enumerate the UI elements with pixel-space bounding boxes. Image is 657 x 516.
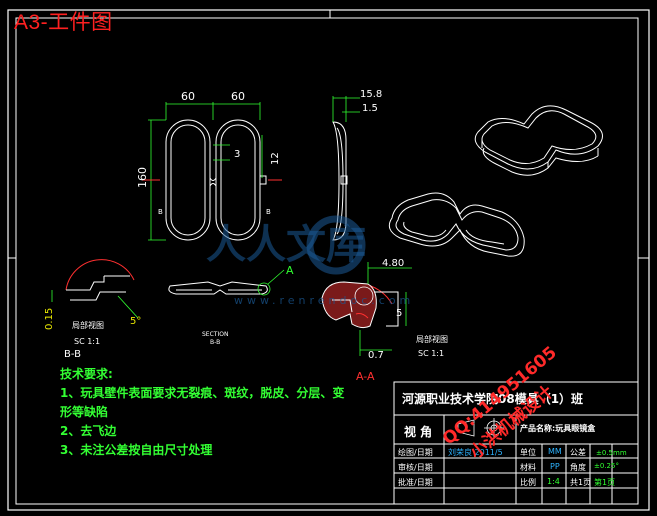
dim-detail-width: 4.80 bbox=[382, 258, 404, 269]
dim-detail-offset: 0.7 bbox=[368, 350, 384, 361]
detail-aa-dimensions bbox=[359, 262, 412, 356]
row-val: 1:4 bbox=[547, 477, 560, 486]
section-bb-callout bbox=[257, 269, 285, 296]
row-key: 公差 bbox=[570, 448, 586, 457]
dim-angle: 5° bbox=[130, 316, 141, 327]
row-key: 单位 bbox=[520, 448, 536, 457]
dim-width-left: 60 bbox=[181, 90, 195, 103]
dim-side-total: 15.8 bbox=[360, 89, 382, 100]
dim-height: 160 bbox=[136, 167, 149, 188]
isometric-view-bottom bbox=[388, 192, 525, 257]
title-block-product: 产品名称:玩具眼镜盒 bbox=[520, 424, 596, 433]
row-val: ±0.25° bbox=[594, 462, 619, 470]
row-key: 材料 bbox=[520, 463, 536, 472]
detail-bb-scale: SC 1:1 bbox=[74, 337, 100, 346]
side-view-dimensions bbox=[332, 96, 360, 122]
row-key: 共1页 bbox=[570, 478, 592, 487]
tech-note-item: 2、去飞边 bbox=[60, 424, 117, 438]
tech-notes-heading: 技术要求: bbox=[60, 367, 113, 381]
detail-aa-scale: SC 1:1 bbox=[418, 349, 444, 358]
drawing-title: A3-工件图 bbox=[14, 11, 113, 34]
row-value: 刘荣良 2011/5 bbox=[448, 448, 503, 457]
section-bb-label: SECTION bbox=[202, 331, 228, 338]
row-label: 批准/日期 bbox=[398, 478, 433, 487]
row-key: 比例 bbox=[520, 478, 536, 487]
detail-aa-label: A-A bbox=[356, 370, 375, 383]
row-val: PP bbox=[550, 462, 560, 471]
row-label: 审核/日期 bbox=[398, 463, 433, 472]
detail-bb-view bbox=[65, 259, 135, 301]
dim-side-lip: 1.5 bbox=[362, 103, 378, 114]
dim-detail-height: 5 bbox=[396, 308, 402, 319]
dim-depth: 12 bbox=[270, 152, 281, 165]
row-val: 第1页 bbox=[594, 478, 616, 487]
section-mark-right: B bbox=[266, 208, 271, 216]
detail-aa-caption: 局部视图 bbox=[416, 334, 448, 344]
callout-a: A bbox=[286, 264, 294, 277]
title-block-grid bbox=[393, 381, 639, 505]
tech-note-item: 1、玩具壁件表面要求无裂痕、斑纹，脱皮、分层、变 bbox=[60, 386, 345, 400]
dim-thickness: 0.15 bbox=[44, 308, 55, 330]
detail-aa-view bbox=[321, 281, 399, 329]
front-view bbox=[165, 119, 267, 241]
dim-gap: 3 bbox=[234, 149, 240, 160]
section-bb-view bbox=[168, 281, 268, 295]
row-label: 绘图/日期 bbox=[398, 448, 433, 457]
section-mark-left: B bbox=[158, 208, 163, 216]
isometric-view-top bbox=[474, 105, 603, 176]
side-view bbox=[332, 121, 348, 241]
title-block-view-label: 视 角 bbox=[404, 425, 433, 439]
tech-note-item: 形等缺陷 bbox=[60, 405, 109, 419]
svg-text:±0.5mm: ±0.5mm bbox=[596, 449, 627, 457]
technical-requirements: 技术要求: 1、玩具壁件表面要求无裂痕、斑纹，脱皮、分层、变 形等缺陷 2、去飞… bbox=[60, 365, 344, 460]
dim-width-right: 60 bbox=[231, 90, 245, 103]
title-block-school: 河源职业技术学院08模具（1）班 bbox=[402, 392, 584, 406]
section-bb-sub: B-B bbox=[210, 339, 220, 346]
row-key: 角度 bbox=[570, 463, 586, 472]
projection-symbol-icon bbox=[457, 418, 504, 438]
tolerance-symbol-icon: ±0.5mm bbox=[596, 449, 627, 457]
outer-frame bbox=[7, 9, 650, 511]
detail-bb-label: B-B bbox=[64, 349, 81, 360]
detail-bb-dimensions bbox=[51, 290, 139, 319]
tech-note-item: 3、未注公差按自由尺寸处理 bbox=[60, 443, 213, 457]
detail-bb-caption: 局部视图 bbox=[72, 320, 104, 330]
inner-frame bbox=[15, 17, 639, 505]
row-val: MM bbox=[548, 447, 562, 456]
